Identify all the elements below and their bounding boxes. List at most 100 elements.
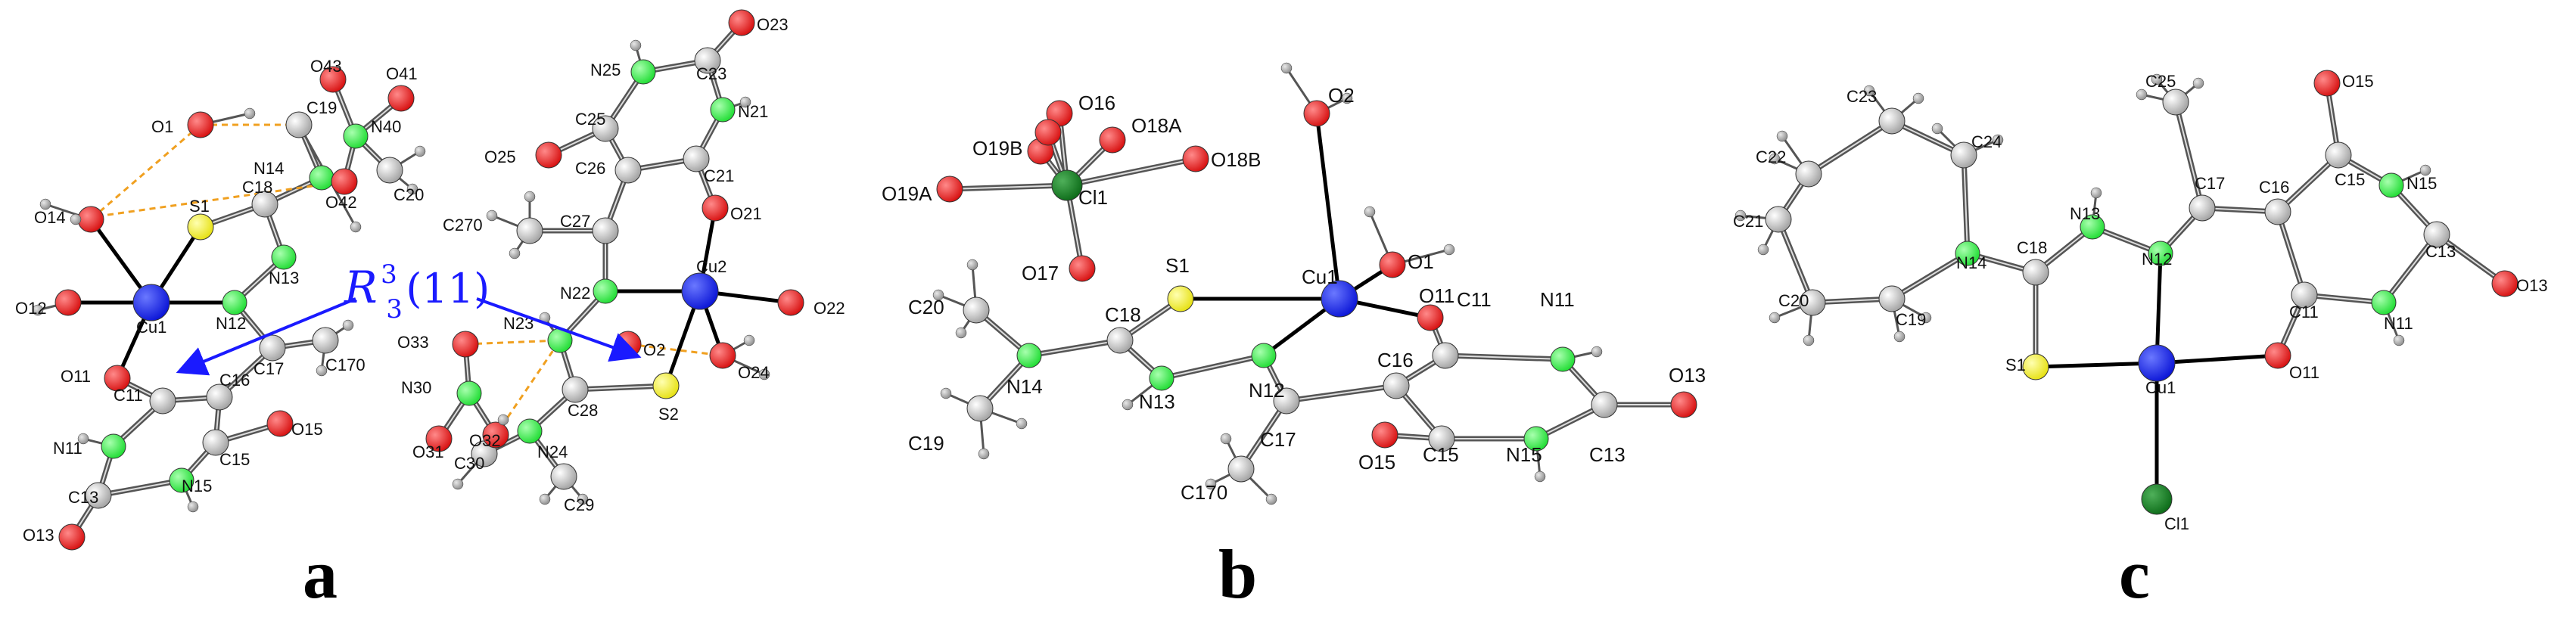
atom-label: C20 (1778, 291, 1809, 310)
atom-n15 (169, 467, 194, 493)
atom-label: N15 (182, 477, 212, 495)
bond-highlight (1240, 400, 1287, 470)
atom-c270 (516, 217, 543, 244)
atom-o14 (77, 206, 104, 233)
atom-o11 (104, 365, 131, 392)
atom-label: Cl1 (2164, 514, 2189, 533)
atom-s1 (1167, 285, 1194, 312)
atom-o1 (187, 111, 214, 138)
atom-o13 (1670, 391, 1697, 418)
atom-cl1 (2141, 483, 2173, 515)
atom-h18 (2393, 334, 2405, 346)
atom-label: C27 (560, 212, 590, 231)
atom-h15 (1591, 346, 1603, 358)
atom-h3 (1364, 206, 1376, 218)
atom-label: O42 (325, 193, 357, 212)
atom-label: C21 (704, 166, 734, 185)
hydrogen-bond (90, 123, 201, 221)
atom-label: C17 (1260, 428, 1296, 451)
panel-c-letter: c (2119, 536, 2150, 613)
atom-h21 (577, 493, 589, 505)
atom-h4 (70, 213, 82, 225)
atom-n14 (1016, 343, 1042, 368)
atom-h6 (1931, 123, 1943, 135)
atom-label: C26 (575, 159, 605, 178)
atom-label: C29 (564, 495, 594, 514)
atom-label: C13 (2425, 242, 2456, 261)
atom-label: C16 (2259, 178, 2289, 197)
atom-label: N11 (1540, 288, 1575, 311)
atom-h13 (743, 334, 755, 346)
atom-label: Cu1 (136, 318, 166, 337)
motif-label: R 3 3 (11) (344, 259, 490, 324)
atom-label: Cu2 (696, 257, 726, 276)
atom-label: O1 (1408, 250, 1434, 273)
atom-c17 (1273, 387, 1300, 415)
atom-h14 (739, 96, 751, 108)
bond (2154, 353, 2280, 365)
atom-c20 (963, 297, 990, 324)
atom-o18a (1099, 126, 1126, 154)
atom-label: O24 (738, 363, 770, 382)
atom-label: N40 (371, 117, 401, 136)
panel-c-atoms (1734, 70, 2518, 515)
atom-n30 (456, 380, 482, 406)
graph-set-motif: R 3 3 (11) (176, 259, 642, 376)
atom-c25 (2162, 88, 2189, 116)
atom-h17 (2419, 164, 2431, 176)
atom-label: N13 (1139, 390, 1175, 413)
bond-highlight (574, 385, 667, 390)
atom-label: O41 (386, 64, 418, 83)
atom-label: O18A (1131, 114, 1182, 137)
atom-h12 (758, 368, 770, 380)
atom-o31 (425, 425, 453, 452)
atom-n25 (630, 59, 656, 85)
atom-h23 (452, 478, 464, 490)
atom-label: C18 (2017, 238, 2047, 257)
atom-n11 (2371, 290, 2397, 315)
atom-o21 (702, 194, 729, 222)
atom-label: N11 (53, 439, 82, 458)
atom-h7 (1863, 85, 1875, 97)
atom-c13 (2423, 221, 2450, 248)
atom-n12 (1251, 343, 1277, 368)
atom-label: Cl1 (1078, 186, 1108, 209)
panel-a-atoms (32, 9, 804, 551)
atom-h13 (1769, 312, 1781, 324)
atom-h10 (1016, 418, 1028, 430)
atom-label: O33 (397, 333, 429, 352)
atom-label: C13 (68, 488, 98, 507)
atom-c22 (1795, 160, 1822, 188)
atom-label: C21 (1733, 212, 1763, 231)
atom-n24 (517, 418, 543, 444)
atom-label: C25 (575, 110, 605, 129)
atom-c16 (2264, 198, 2291, 225)
atom-h5 (1992, 134, 2004, 146)
atom-c21 (1765, 206, 1792, 233)
atom-h16 (1920, 312, 1932, 324)
atom-h22 (539, 493, 551, 505)
atom-h2 (2151, 73, 2163, 85)
hydrogen-bond (465, 339, 561, 346)
atom-label: N22 (560, 284, 590, 303)
atom-c11 (1432, 342, 1459, 369)
atom-label: N14 (1956, 253, 1986, 272)
atom-label: O13 (2516, 276, 2548, 295)
atom-label: N14 (1006, 375, 1043, 398)
atom-label: C15 (1423, 443, 1459, 466)
atom-n15 (1523, 426, 1549, 452)
atom-label: O13 (23, 526, 54, 545)
bond-highlight (1028, 340, 1121, 356)
atom-label: S1 (1165, 254, 1190, 277)
atom-label: O23 (757, 15, 789, 34)
atom-label: C20 (394, 185, 424, 204)
atom-o22 (777, 289, 804, 316)
atom-h9 (1769, 153, 1781, 165)
atom-h10 (1776, 130, 1788, 142)
atom-label: N21 (738, 102, 768, 121)
atom-h1 (2090, 187, 2102, 199)
bond-highlight (98, 480, 182, 496)
